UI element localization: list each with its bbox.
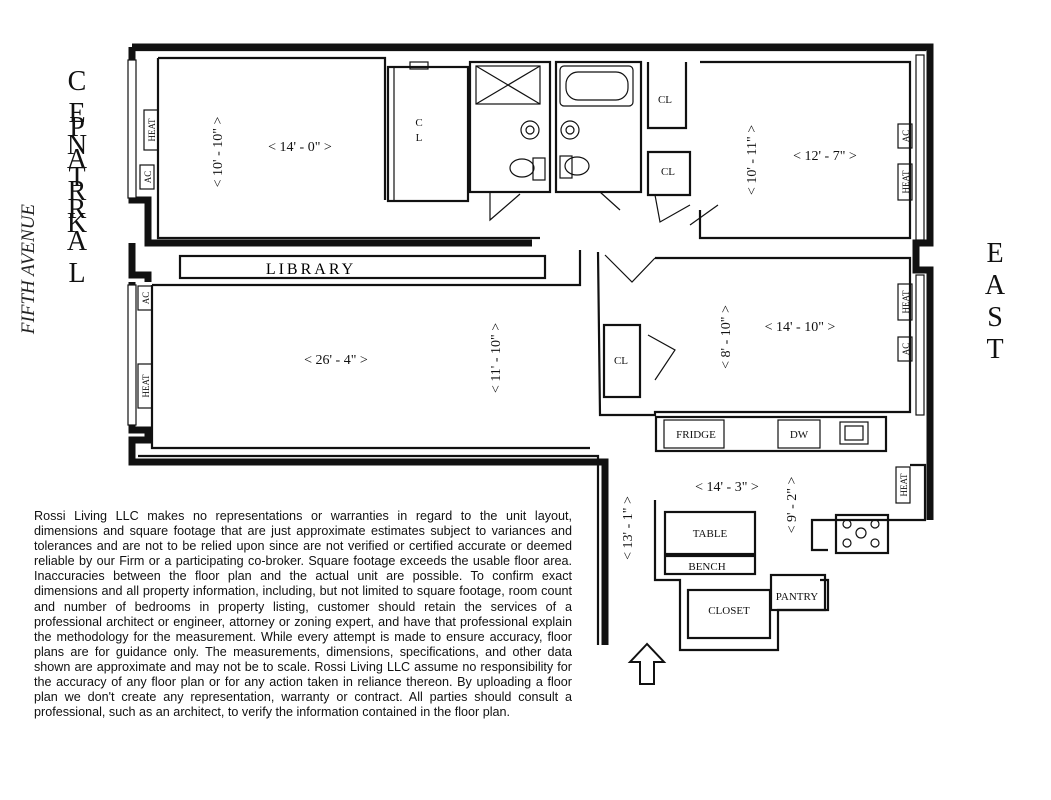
living-width: < 26' - 4" > <box>304 353 368 368</box>
svg-text:C: C <box>415 117 422 129</box>
closet-label: CLOSET <box>708 605 750 617</box>
closet-bedroom1: C L <box>386 61 470 203</box>
bedroom1-width: < 14' - 0" > <box>268 140 332 155</box>
svg-text:AC: AC <box>901 343 911 356</box>
svg-text:CL: CL <box>658 94 672 106</box>
bedroom-3: CL < 14' - 10" > < 8' - 10" > <box>596 251 912 417</box>
svg-text:HEAT: HEAT <box>901 290 911 313</box>
svg-text:AC: AC <box>141 292 151 305</box>
bedroom2-depth: < 10' - 11" > <box>745 125 760 195</box>
right-windows <box>915 54 925 416</box>
svg-text:HEAT: HEAT <box>901 170 911 193</box>
dining-area: TABLE BENCH CLOSET PANTRY < 14' - 3" > <… <box>621 463 927 652</box>
heat-ac-tags: HEAT AC AC HEAT AC HEAT HEAT AC HEAT <box>137 109 913 504</box>
library-label: LIBRARY <box>266 261 356 278</box>
bedroom3-depth: < 8' - 10" > <box>719 305 734 369</box>
living-room: < 26' - 4" > < 11' - 10" > <box>150 250 590 450</box>
pantry-label: PANTRY <box>776 591 818 603</box>
fridge-label: FRIDGE <box>676 429 716 441</box>
kitchen-counter: FRIDGE DW <box>654 415 888 453</box>
bedroom-1: < 14' - 0" > < 10' - 10" > <box>156 56 540 240</box>
bedroom2-width: < 12' - 7" > <box>793 149 857 164</box>
bedroom1-depth: < 10' - 10" > <box>211 117 226 188</box>
bathroom-2 <box>554 60 643 211</box>
svg-text:CL: CL <box>614 355 628 367</box>
svg-text:HEAT: HEAT <box>147 118 157 141</box>
left-windows <box>127 59 137 426</box>
bench-label: BENCH <box>688 561 725 573</box>
bedroom-2: < 12' - 7" > < 10' - 11" > <box>689 60 912 240</box>
foyer-depth: < 13' - 1" > <box>621 496 636 560</box>
table-label: TABLE <box>693 528 728 540</box>
library: LIBRARY <box>178 254 547 280</box>
dining-width: < 14' - 3" > <box>695 480 759 495</box>
entry-arrow-icon <box>627 642 667 685</box>
disclaimer-text: Rossi Living LLC makes no representation… <box>34 509 572 720</box>
dw-label: DW <box>790 429 809 441</box>
bathroom-1 <box>468 60 552 222</box>
dining-depth: < 9' - 2" > <box>785 477 800 534</box>
svg-text:L: L <box>416 132 423 144</box>
svg-text:AC: AC <box>901 130 911 143</box>
svg-text:HEAT: HEAT <box>899 473 909 496</box>
svg-text:AC: AC <box>143 171 153 184</box>
closets-hall: CL CL <box>646 62 692 223</box>
bedroom3-width: < 14' - 10" > <box>765 320 836 335</box>
living-depth: < 11' - 10" > <box>489 323 504 393</box>
svg-text:HEAT: HEAT <box>141 374 151 397</box>
svg-text:CL: CL <box>661 166 675 178</box>
